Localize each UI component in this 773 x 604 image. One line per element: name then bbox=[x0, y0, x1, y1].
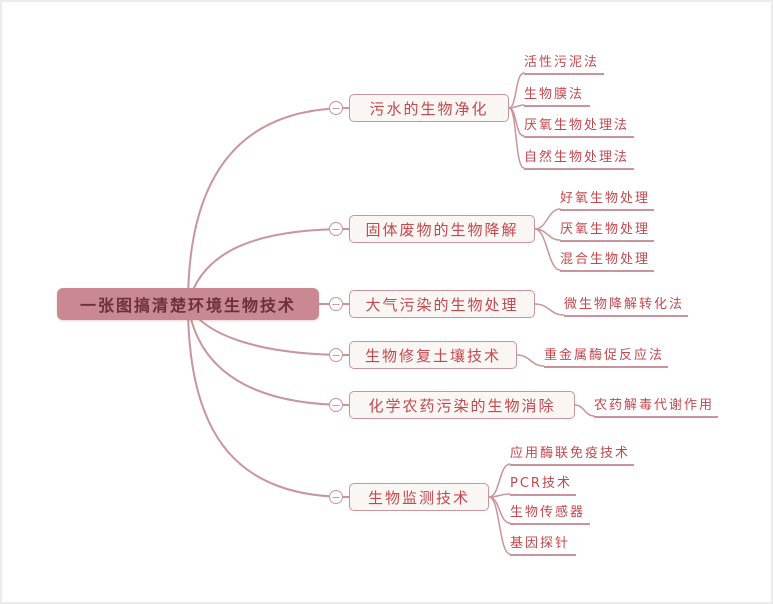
branch-label: 固体废物的生物降解 bbox=[365, 220, 519, 239]
connector-path bbox=[488, 463, 511, 498]
branch-node[interactable]: 化学农药污染的生物消除 bbox=[349, 391, 575, 419]
leaf-label: 生物传感器 bbox=[510, 505, 586, 520]
leaf-label: 微生物降解转化法 bbox=[564, 297, 685, 312]
minus-glyph: − bbox=[331, 297, 341, 311]
minus-glyph: − bbox=[331, 101, 341, 115]
connector-path bbox=[488, 496, 511, 524]
connector-path bbox=[534, 208, 561, 230]
branch-label: 生物监测技术 bbox=[367, 488, 470, 507]
branch-label: 化学农药污染的生物消除 bbox=[368, 396, 556, 415]
leaf-label: 农药解毒代谢作用 bbox=[594, 398, 715, 413]
connector-path bbox=[508, 72, 525, 109]
leaf-label: 自然生物处理法 bbox=[524, 150, 630, 165]
branch-label: 生物修复土壤技术 bbox=[364, 346, 501, 365]
connector-path bbox=[187, 107, 350, 305]
connector-path bbox=[574, 404, 595, 417]
leaf-node[interactable]: 活性污泥法 bbox=[524, 51, 604, 75]
leaf-label: 好氧生物处理 bbox=[560, 191, 651, 206]
minus-glyph: − bbox=[331, 222, 341, 236]
connector-path bbox=[534, 228, 561, 271]
leaf-node[interactable]: 自然生物处理法 bbox=[524, 146, 634, 170]
leaf-node[interactable]: 混合生物处理 bbox=[560, 248, 654, 272]
branch-label: 大气污染的生物处理 bbox=[365, 295, 519, 314]
leaf-label: 混合生物处理 bbox=[560, 252, 651, 267]
branch-node[interactable]: 污水的生物净化 bbox=[349, 94, 509, 122]
connector-path bbox=[508, 107, 525, 169]
leaf-node[interactable]: 生物传感器 bbox=[510, 501, 590, 525]
collapse-icon[interactable]: − bbox=[329, 297, 343, 311]
root-node[interactable]: 一张图搞清楚环境生物技术 bbox=[57, 288, 319, 320]
leaf-node[interactable]: PCR技术 bbox=[510, 472, 576, 496]
leaf-label: 重金属酶促反应法 bbox=[544, 348, 665, 363]
leaf-node[interactable]: 生物膜法 bbox=[524, 83, 590, 107]
minus-glyph: − bbox=[331, 348, 341, 362]
root-label: 一张图搞清楚环境生物技术 bbox=[79, 296, 296, 315]
minus-glyph: − bbox=[331, 398, 341, 412]
collapse-icon[interactable]: − bbox=[329, 490, 343, 504]
branch-label: 污水的生物净化 bbox=[369, 99, 489, 118]
leaf-node[interactable]: 好氧生物处理 bbox=[560, 187, 654, 211]
leaf-label: 厌氧生物处理法 bbox=[524, 118, 630, 133]
connector-path bbox=[516, 354, 545, 367]
leaf-node[interactable]: 农药解毒代谢作用 bbox=[594, 394, 718, 418]
collapse-icon[interactable]: − bbox=[329, 101, 343, 115]
leaf-label: 生物膜法 bbox=[524, 87, 585, 102]
branch-node[interactable]: 大气污染的生物处理 bbox=[349, 290, 535, 318]
branch-node[interactable]: 生物修复土壤技术 bbox=[349, 341, 517, 369]
connector-path bbox=[488, 496, 511, 555]
leaf-node[interactable]: 厌氧生物处理 bbox=[560, 218, 654, 242]
collapse-icon[interactable]: − bbox=[329, 348, 343, 362]
leaf-label: 应用酶联免疫技术 bbox=[510, 446, 631, 461]
leaf-label: 厌氧生物处理 bbox=[560, 222, 651, 237]
leaf-node[interactable]: 微生物降解转化法 bbox=[564, 293, 688, 317]
minus-glyph: − bbox=[331, 490, 341, 504]
leaf-label: 基因探针 bbox=[510, 536, 571, 551]
branch-node[interactable]: 固体废物的生物降解 bbox=[349, 215, 535, 243]
leaf-node[interactable]: 应用酶联免疫技术 bbox=[510, 442, 634, 466]
leaf-label: 活性污泥法 bbox=[524, 55, 600, 70]
connector-path bbox=[534, 303, 565, 316]
collapse-icon[interactable]: − bbox=[329, 398, 343, 412]
connector-path bbox=[187, 303, 350, 498]
collapse-icon[interactable]: − bbox=[329, 222, 343, 236]
leaf-label: PCR技术 bbox=[510, 476, 572, 491]
connector-path bbox=[187, 303, 350, 406]
leaf-node[interactable]: 厌氧生物处理法 bbox=[524, 114, 634, 138]
leaf-node[interactable]: 重金属酶促反应法 bbox=[544, 344, 668, 368]
leaf-node[interactable]: 基因探针 bbox=[510, 532, 576, 556]
branch-node[interactable]: 生物监测技术 bbox=[349, 483, 489, 511]
connector-path bbox=[187, 228, 350, 305]
